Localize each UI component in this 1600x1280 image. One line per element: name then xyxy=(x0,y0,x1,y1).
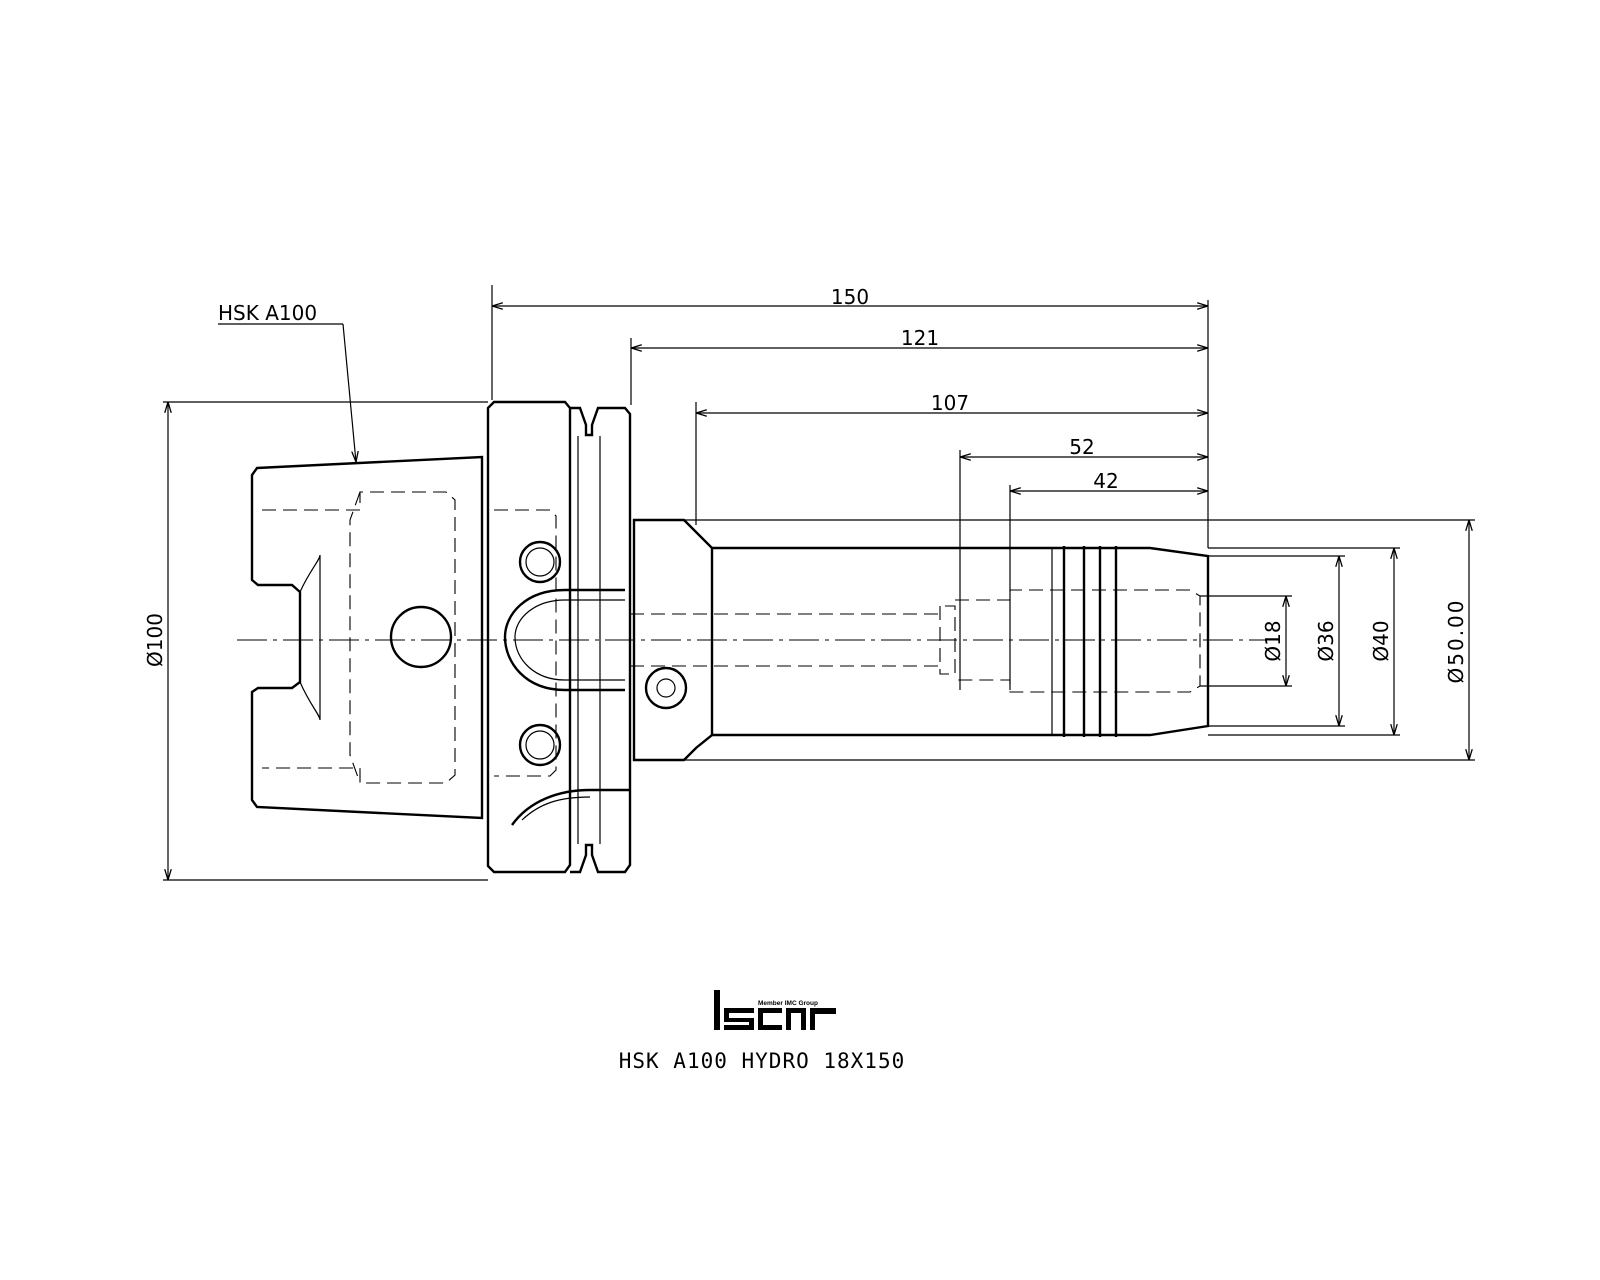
hsk-callout: HSK A100 xyxy=(218,301,356,462)
dim-107: 107 xyxy=(931,391,969,415)
logo-member-text: Member IMC Group xyxy=(758,1000,818,1007)
flange xyxy=(486,400,632,874)
iscar-logo: Member IMC Group iscar xyxy=(714,990,836,1030)
dim-150: 150 xyxy=(831,285,869,309)
hsk-shank xyxy=(250,455,484,820)
dim-52: 52 xyxy=(1069,435,1094,459)
dim-121: 121 xyxy=(901,326,939,350)
dimensions: 150 121 107 52 42 Ø100 Ø18 Ø36 Ø40 Ø50.0… xyxy=(143,285,1475,881)
dim-d36: Ø36 xyxy=(1314,620,1338,661)
dim-d18: Ø18 xyxy=(1261,620,1285,661)
body xyxy=(630,518,1210,762)
dim-d50: Ø50.00 xyxy=(1444,599,1468,684)
dim-d40: Ø40 xyxy=(1369,620,1393,661)
dim-42: 42 xyxy=(1093,469,1118,493)
part-title: HSK A100 HYDRO 18X150 xyxy=(619,1049,906,1073)
callout-label: HSK A100 xyxy=(218,301,317,325)
dim-d100: Ø100 xyxy=(143,613,167,667)
